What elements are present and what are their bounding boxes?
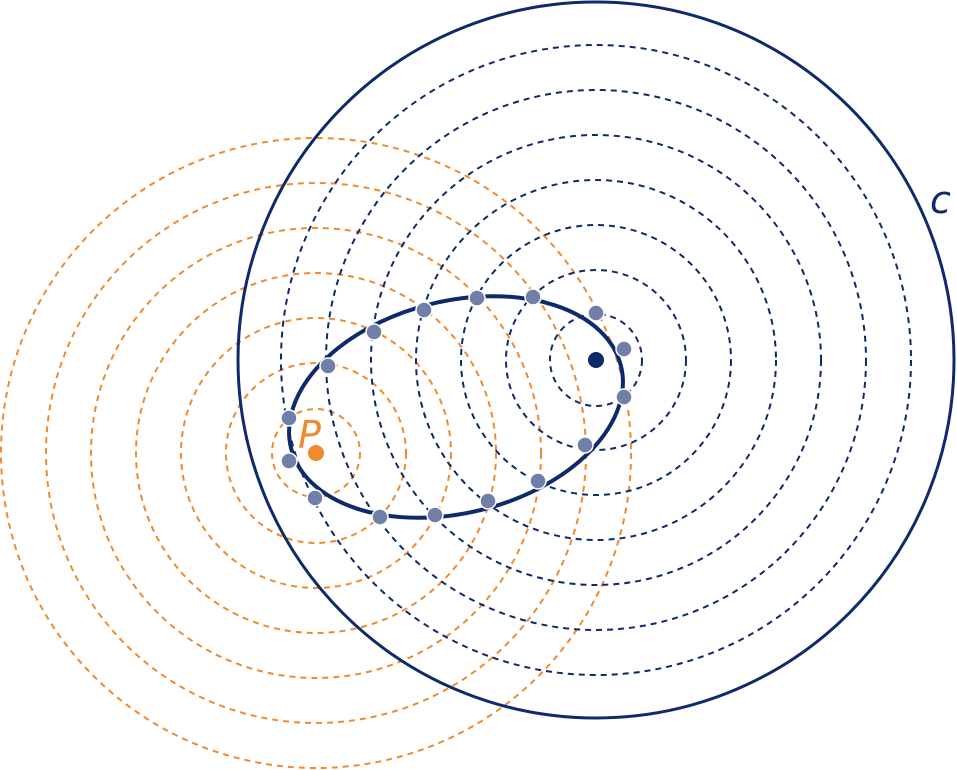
label-c: c [930,178,951,222]
ellipse-point-1 [587,304,605,322]
ellipse-point-14 [415,301,433,319]
ellipse-point-11 [280,409,298,427]
orange-dashed-circle-7 [0,137,632,769]
navy-dashed-circle-7 [280,44,912,676]
ellipse-point-7 [426,506,444,524]
center-point [588,352,604,368]
ellipse-point-10 [280,452,298,470]
ellipse-point-3 [615,388,633,406]
ellipse-point-9 [306,489,324,507]
ellipse-intersection-points [280,288,633,526]
orange-dashed-circle-3 [180,317,452,589]
orange-dashed-circle-2 [225,362,407,544]
ellipse-point-13 [365,323,383,341]
orange-dashed-circle-4 [135,272,497,634]
ellipse-point-2 [615,340,633,358]
focus-point-p [308,445,324,461]
navy-dashed-circle-2 [505,269,687,451]
navy-dashed-circle-1 [549,313,643,407]
ellipse-curve [287,294,625,520]
ellipse-point-6 [479,492,497,510]
label-p: P [298,413,321,457]
ellipse-point-16 [524,288,542,306]
navy-dashed-circle-4 [415,179,777,541]
ellipse-point-5 [529,472,547,490]
ellipse-point-15 [468,289,486,307]
navy-dashed-circle-3 [460,224,732,496]
navy-dashed-circle-5 [370,134,822,586]
ellipse-point-12 [319,357,337,375]
circle-c [236,0,956,720]
ellipse-point-4 [576,436,594,454]
ellipse-point-8 [371,508,389,526]
orange-dashed-circle-5 [90,227,542,679]
